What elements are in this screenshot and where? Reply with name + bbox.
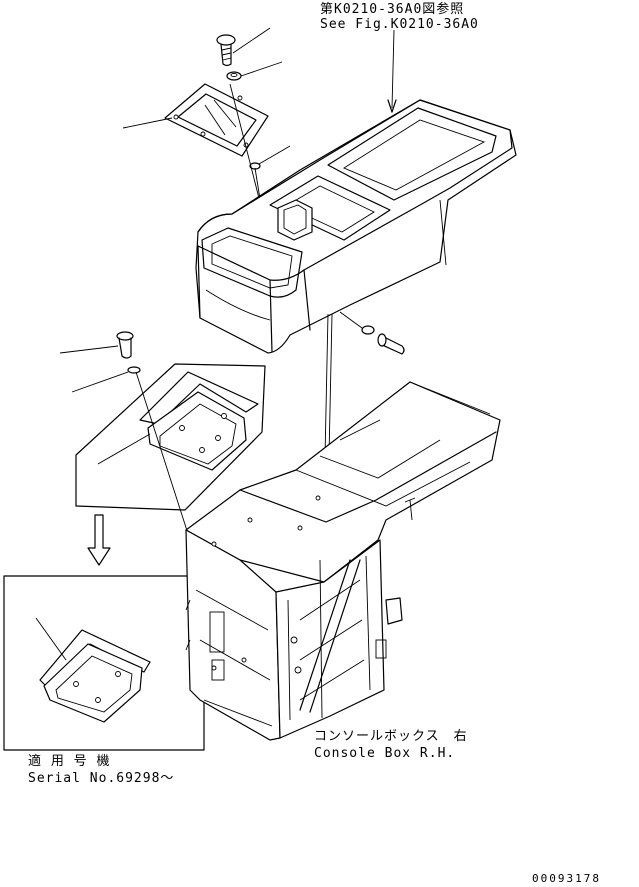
mounting-bracket	[75, 363, 266, 511]
cover-plate	[164, 83, 269, 157]
reference-en-label: See Fig.K0210-36A0	[320, 17, 479, 32]
left-bolt	[116, 331, 134, 359]
reference-jp-label: 第K0210-36A0図参照	[320, 2, 465, 17]
serial-jp-label: 適 用 号 機	[28, 754, 111, 769]
down-arrow	[87, 514, 111, 566]
serial-en-label: Serial No.69298～	[28, 771, 175, 786]
top-bolt	[216, 34, 236, 67]
console-top-cover	[195, 29, 517, 354]
console-box-frame	[185, 381, 501, 741]
top-washer	[226, 71, 242, 81]
drawing-number: 00093178	[532, 872, 601, 885]
side-bolt	[361, 325, 405, 355]
inset-box	[3, 575, 205, 751]
console-box-jp-label: コンソールボックス 右	[314, 729, 468, 744]
left-washer	[127, 366, 141, 374]
console-box-en-label: Console Box R.H.	[314, 746, 456, 761]
